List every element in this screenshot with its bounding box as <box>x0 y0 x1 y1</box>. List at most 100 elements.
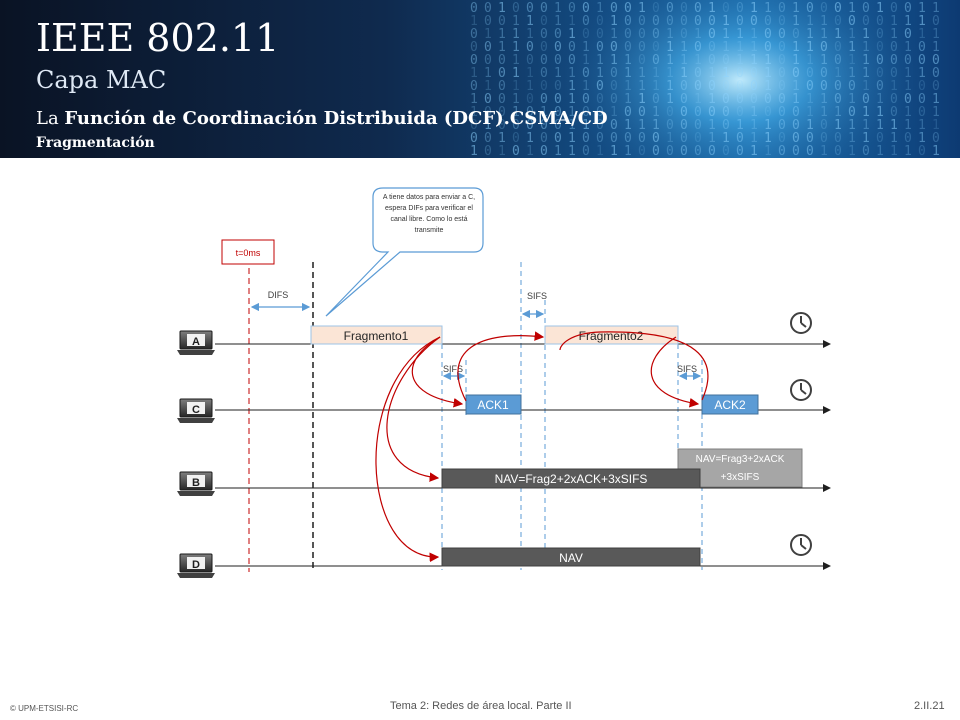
svg-text:0: 0 <box>918 40 926 55</box>
svg-text:1: 1 <box>722 66 730 81</box>
svg-text:0: 0 <box>792 144 800 158</box>
svg-text:0: 0 <box>470 27 478 42</box>
svg-text:1: 1 <box>932 118 940 133</box>
svg-text:0: 0 <box>890 105 898 120</box>
svg-text:1: 1 <box>890 14 898 29</box>
svg-text:1: 1 <box>750 144 758 158</box>
svg-text:1: 1 <box>918 66 926 81</box>
svg-text:0: 0 <box>694 40 702 55</box>
svg-text:0: 0 <box>918 53 926 68</box>
svg-text:0: 0 <box>736 92 744 107</box>
svg-text:0: 0 <box>582 131 590 146</box>
svg-text:1: 1 <box>610 53 618 68</box>
svg-text:0: 0 <box>554 40 562 55</box>
svg-text:1: 1 <box>554 1 562 16</box>
svg-text:1: 1 <box>806 105 814 120</box>
svg-text:1: 1 <box>932 40 940 55</box>
svg-text:0: 0 <box>638 105 646 120</box>
svg-text:0: 0 <box>652 1 660 16</box>
svg-text:0: 0 <box>610 131 618 146</box>
svg-text:0: 0 <box>666 144 674 158</box>
svg-text:0: 0 <box>624 40 632 55</box>
svg-text:1: 1 <box>890 144 898 158</box>
station-d-label: D <box>192 559 200 571</box>
svg-text:0: 0 <box>694 14 702 29</box>
svg-text:0: 0 <box>680 79 688 94</box>
slide-subtitle: Capa MAC <box>36 66 167 94</box>
svg-text:0: 0 <box>680 92 688 107</box>
nav-d-frame <box>441 547 701 567</box>
svg-text:1: 1 <box>568 105 576 120</box>
svg-text:1: 1 <box>904 118 912 133</box>
svg-text:1: 1 <box>904 105 912 120</box>
callout-text: A tiene datos para enviar a C, espera DI… <box>382 194 476 234</box>
svg-text:1: 1 <box>820 14 828 29</box>
svg-text:1: 1 <box>484 66 492 81</box>
svg-text:0: 0 <box>610 92 618 107</box>
svg-text:0: 0 <box>848 14 856 29</box>
svg-text:1: 1 <box>568 92 576 107</box>
svg-text:0: 0 <box>904 53 912 68</box>
svg-text:0: 0 <box>764 105 772 120</box>
topic-bold: Función de Coordinación Distribuida (DCF… <box>64 108 608 129</box>
svg-text:0: 0 <box>750 66 758 81</box>
svg-text:0: 0 <box>694 105 702 120</box>
svg-text:1: 1 <box>554 144 562 158</box>
svg-text:0: 0 <box>680 144 688 158</box>
svg-text:0: 0 <box>526 92 534 107</box>
svg-text:1: 1 <box>792 1 800 16</box>
svg-text:1: 1 <box>792 53 800 68</box>
nav-d-label: NAV <box>559 551 583 565</box>
svg-text:0: 0 <box>904 92 912 107</box>
fragment2-label: Fragmento2 <box>579 329 644 343</box>
svg-text:1: 1 <box>666 131 674 146</box>
svg-text:1: 1 <box>876 105 884 120</box>
svg-text:0: 0 <box>820 131 828 146</box>
svg-text:1: 1 <box>764 66 772 81</box>
svg-text:0: 0 <box>596 27 604 42</box>
svg-text:1: 1 <box>596 53 604 68</box>
svg-text:1: 1 <box>512 27 520 42</box>
svg-text:0: 0 <box>876 27 884 42</box>
svg-text:0: 0 <box>890 40 898 55</box>
svg-text:0: 0 <box>484 40 492 55</box>
svg-text:1: 1 <box>708 118 716 133</box>
svg-text:1: 1 <box>568 144 576 158</box>
svg-text:0: 0 <box>694 79 702 94</box>
svg-text:0: 0 <box>526 1 534 16</box>
svg-text:0: 0 <box>652 144 660 158</box>
svg-text:1: 1 <box>526 79 534 94</box>
svg-text:1: 1 <box>932 1 940 16</box>
svg-text:0: 0 <box>778 131 786 146</box>
svg-text:0: 0 <box>890 1 898 16</box>
svg-text:0: 0 <box>540 131 548 146</box>
svg-text:0: 0 <box>736 1 744 16</box>
svg-text:0: 0 <box>540 27 548 42</box>
svg-text:0: 0 <box>512 131 520 146</box>
binary-tunnel-background: 0100010110010010011001001011000000110111… <box>470 0 940 158</box>
svg-text:1: 1 <box>470 92 478 107</box>
svg-text:1: 1 <box>862 27 870 42</box>
svg-text:1: 1 <box>666 53 674 68</box>
ack2-frame <box>701 394 759 415</box>
svg-text:0: 0 <box>512 1 520 16</box>
svg-text:1: 1 <box>862 118 870 133</box>
svg-text:1: 1 <box>498 40 506 55</box>
svg-text:1: 1 <box>932 27 940 42</box>
svg-text:0: 0 <box>904 131 912 146</box>
svg-text:0: 0 <box>764 14 772 29</box>
svg-text:0: 0 <box>848 105 856 120</box>
svg-text:0: 0 <box>582 66 590 81</box>
svg-text:1: 1 <box>694 92 702 107</box>
svg-text:1: 1 <box>512 14 520 29</box>
svg-text:1: 1 <box>596 66 604 81</box>
svg-text:0: 0 <box>876 79 884 94</box>
svg-text:0: 0 <box>862 144 870 158</box>
svg-text:0: 0 <box>652 131 660 146</box>
svg-text:0: 0 <box>666 14 674 29</box>
svg-text:1: 1 <box>666 92 674 107</box>
svg-text:0: 0 <box>932 14 940 29</box>
svg-text:0: 0 <box>470 40 478 55</box>
callout-bubble <box>325 187 484 317</box>
svg-text:1: 1 <box>918 118 926 133</box>
